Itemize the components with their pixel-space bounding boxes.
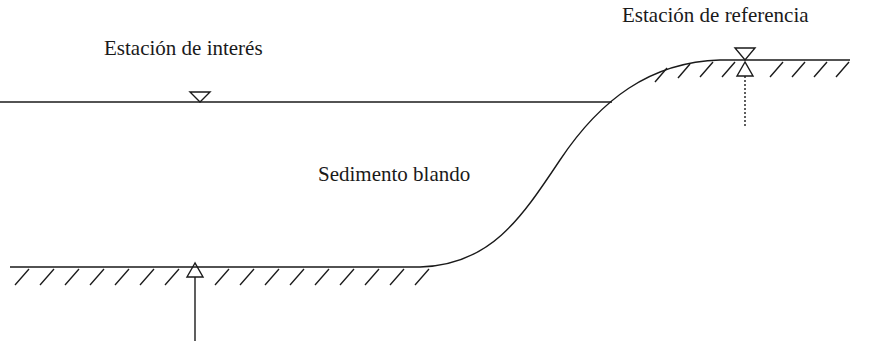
water-level-symbol	[735, 48, 755, 60]
station-label: Sedimento blando	[318, 163, 470, 186]
station-label: Estación de interés	[104, 37, 263, 60]
ground-hatching	[15, 269, 429, 285]
sensor-line	[194, 277, 195, 341]
ground-profile	[10, 60, 850, 267]
station-label: Estación de referencia	[622, 4, 809, 27]
sensor-line	[744, 76, 745, 126]
water-level-symbol	[190, 92, 210, 102]
water-surface	[0, 101, 612, 102]
sensor-symbol	[737, 62, 753, 76]
ground-hatching	[655, 62, 849, 82]
sensor-symbol	[187, 263, 203, 277]
